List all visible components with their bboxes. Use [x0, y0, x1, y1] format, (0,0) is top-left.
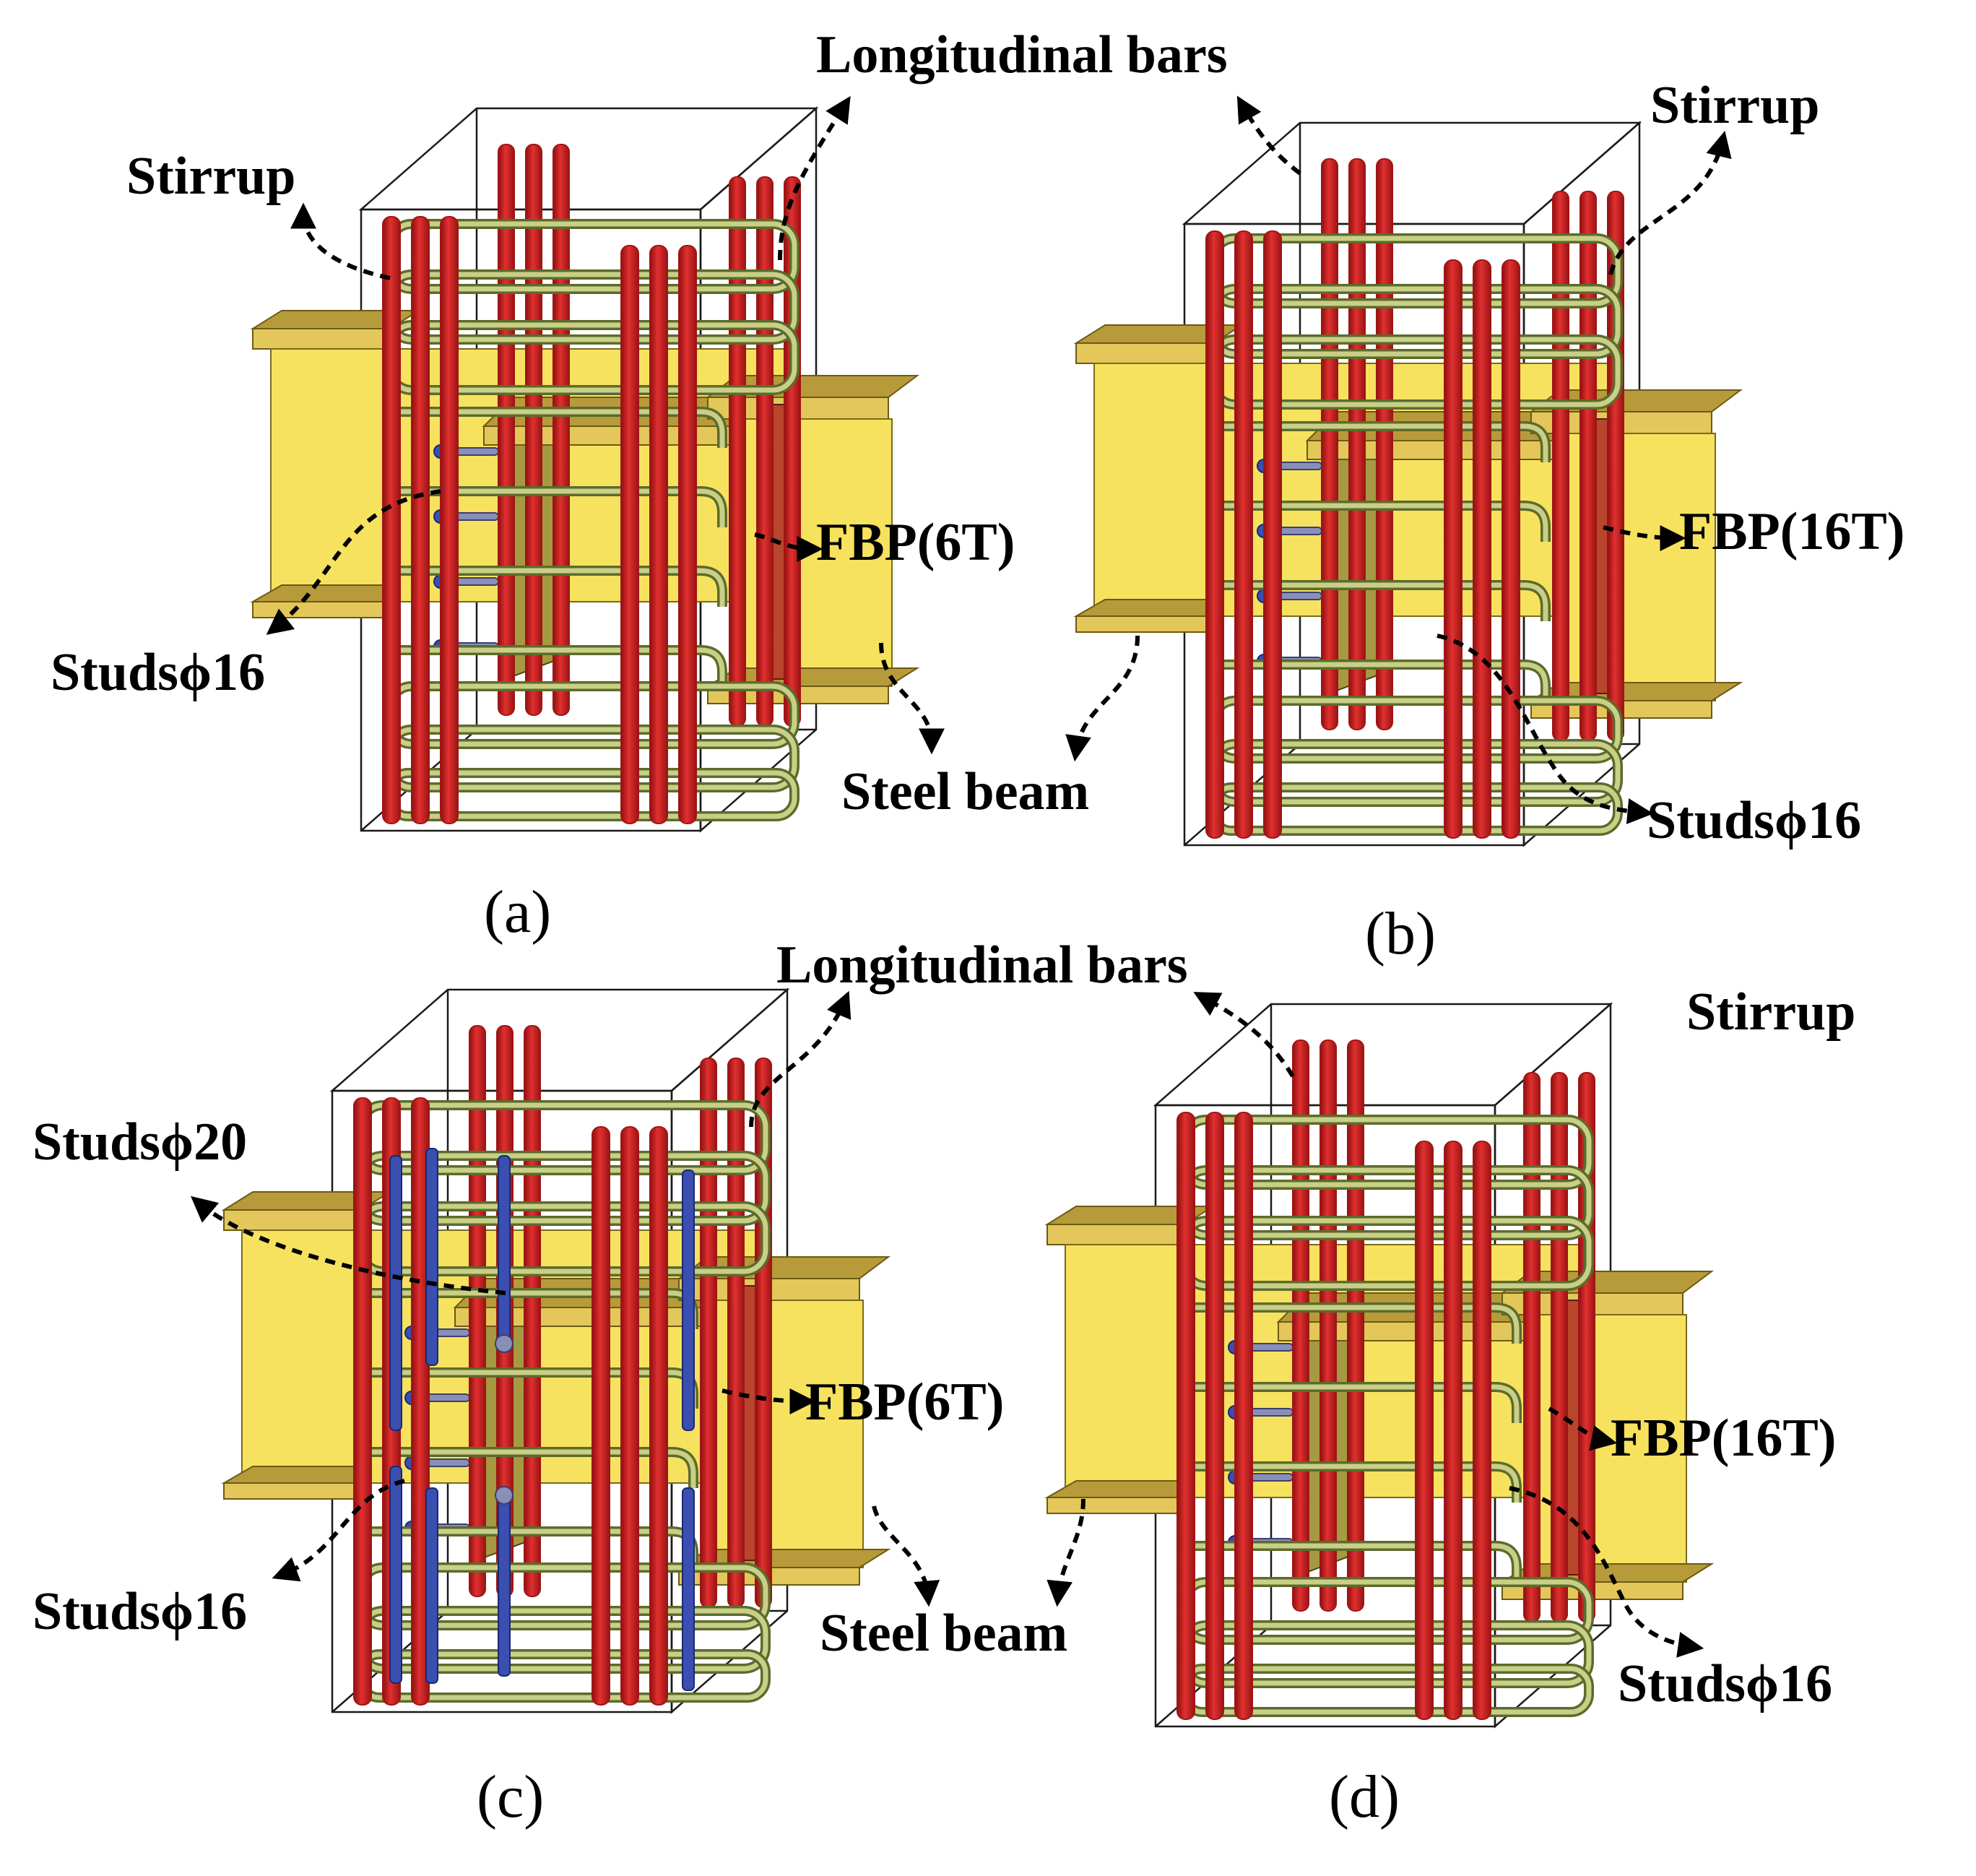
panel-c-arrow-fbp [722, 1388, 816, 1414]
panel-d-label-stirrup: Stirrup [1686, 982, 1855, 1042]
panel-d-label-fbp: FBP(16T) [1611, 1409, 1836, 1468]
panel-c-arrow-longitudinal [749, 990, 852, 1128]
panel-c: Longitudinal bars Studsϕ20 FBP(6T) Studs… [32, 935, 1188, 1830]
panel-d-specimen [1047, 1004, 1712, 1726]
panel-a-arrow-stirrup [290, 202, 391, 280]
panel-d-arrow-longitudinal [1193, 992, 1295, 1078]
panel-a: Longitudinal bars Stirrup FBP(6T) Studsϕ… [51, 25, 1228, 946]
panel-a-arrow-studs [266, 489, 441, 635]
panel-b-arrow-stirrup [1608, 130, 1732, 275]
panel-b-label-studs: Studsϕ16 [1647, 791, 1861, 850]
panel-a-label-studs: Studsϕ16 [51, 643, 265, 702]
panel-a-label-stirrup: Stirrup [126, 147, 295, 206]
panel-c-specimen [224, 990, 888, 1712]
panel-a-arrow-longitudinal [778, 95, 851, 261]
panel-d: Stirrup FBP(16T) Studsϕ16 (d) [1047, 982, 1855, 1830]
panel-d-arrow-beam [1046, 1498, 1086, 1607]
panel-b-arrow-fbp [1603, 524, 1686, 551]
panel-c-arrow-studs20 [191, 1196, 506, 1295]
panel-a-arrow-beam [879, 642, 945, 755]
panel-b-label-fbp: FBP(16T) [1679, 502, 1904, 561]
panel-c-label-studs20: Studsϕ20 [32, 1112, 247, 1172]
panel-c-arrow-beam [872, 1505, 940, 1607]
panel-d-caption: (d) [1329, 1763, 1400, 1830]
panel-a-label-fbp: FBP(6T) [816, 513, 1015, 572]
panel-c-label-beam: Steel beam [820, 1604, 1067, 1663]
panel-c-arrow-studs [272, 1479, 405, 1582]
panel-c-label-studs: Studsϕ16 [32, 1582, 247, 1641]
panel-b-arrow-studs [1436, 634, 1654, 824]
panel-b-arrow-longitudinal [1236, 95, 1301, 176]
panel-c-label-longitudinal: Longitudinal bars [776, 935, 1188, 995]
panel-a-caption: (a) [484, 878, 551, 946]
panel-a-arrow-fbp [754, 532, 823, 562]
panel-b: Stirrup FBP(16T) Studsϕ16 (b) [1065, 76, 1904, 967]
panel-b-caption: (b) [1365, 900, 1436, 967]
panel-b-label-stirrup: Stirrup [1650, 76, 1819, 135]
panel-a-specimen [253, 108, 917, 831]
panel-a-label-beam: Steel beam [841, 762, 1089, 821]
panel-b-arrow-beam [1065, 635, 1140, 762]
panel-d-arrow-studs [1509, 1486, 1704, 1658]
panel-c-label-fbp: FBP(6T) [805, 1373, 1004, 1432]
panel-d-label-studs: Studsϕ16 [1618, 1654, 1832, 1713]
panel-a-label-longitudinal: Longitudinal bars [816, 25, 1228, 85]
panel-d-arrow-fbp [1548, 1406, 1618, 1451]
panel-c-caption: (c) [477, 1763, 544, 1830]
